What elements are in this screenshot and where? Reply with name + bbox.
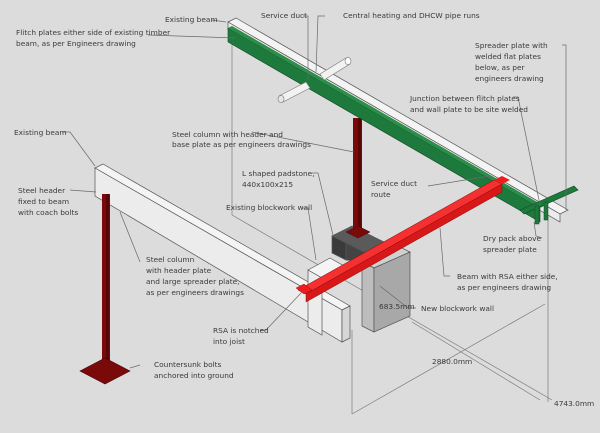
label-dry-pack-line2: spreader plate: [483, 245, 537, 254]
dim-label-wall-width: 683.5mm: [379, 302, 415, 311]
label-rsa-notched-line1: RSA is notched: [213, 326, 269, 335]
rsa-beam: [295, 176, 510, 303]
label-steel-column-spreader-line3: and large spreader plate,: [146, 277, 240, 286]
label-junction-line1: Junction between flitch plates: [409, 94, 520, 103]
label-steel-header-line1: Steel header: [18, 186, 66, 195]
label-central-heating: Central heating and DHCW pipe runs: [343, 11, 480, 20]
label-countersunk-line1: Countersunk bolts: [154, 360, 222, 369]
label-steel-column-header-line2: base plate as per engineers drawings: [172, 140, 311, 149]
label-service-duct-route-line2: route: [371, 190, 391, 199]
label-steel-header-line2: fixed to beam: [18, 197, 69, 206]
label-spreader-plate-line3: below, as per: [475, 63, 526, 72]
label-l-padstone-line1: L shaped padstone,: [242, 169, 315, 178]
label-existing-beam-left: Existing beam: [14, 128, 67, 137]
steel-column-central: [345, 118, 371, 239]
flitch-plate-top: [227, 26, 544, 223]
label-dry-pack-line1: Dry pack above: [483, 234, 541, 243]
label-service-duct-route-line1: Service duct: [371, 179, 417, 188]
leader-lines: [62, 15, 567, 369]
label-steel-column-spreader-line1: Steel column: [146, 255, 195, 264]
central-heating-pipes: [277, 57, 352, 103]
label-countersunk-line2: anchored into ground: [154, 371, 234, 380]
dimension-lines: [231, 40, 553, 415]
label-l-padstone-line2: 440x100x215: [242, 180, 293, 189]
label-steel-column-header-line1: Steel column with header and: [172, 130, 283, 139]
label-flitch-plates-line1: Flitch plates either side of existing ti…: [16, 28, 171, 37]
base-plate: [79, 357, 131, 385]
label-beam-rsa-line2: as per engineers drawing: [457, 283, 551, 292]
dim-line-2880: [351, 303, 546, 415]
l-shaped-padstone: [331, 225, 389, 263]
new-blockwork-wall: [361, 245, 411, 333]
label-existing-blockwork: Existing blockwork wall: [226, 203, 312, 212]
steel-column-left: [79, 194, 131, 385]
label-steel-header-line3: with coach bolts: [18, 208, 78, 217]
annotations: Existing beam Flitch plates either side …: [14, 11, 558, 380]
label-service-duct: Service duct: [261, 11, 307, 20]
dim-line-wall-diagonal: [411, 321, 541, 401]
existing-beam-left: [94, 163, 351, 343]
label-steel-column-spreader-line2: with header plate: [146, 266, 212, 275]
dim-label-span-short: 2880.0mm: [432, 357, 472, 366]
label-beam-rsa-line1: Beam with RSA either side,: [457, 272, 558, 281]
label-spreader-plate-line4: engineers drawing: [475, 74, 544, 83]
dimension-labels: 683.5mm 2880.0mm 4743.0mm: [379, 302, 594, 408]
label-flitch-plates-line2: beam, as per Engineers drawing: [16, 39, 136, 48]
label-new-blockwork: New blockwork wall: [421, 304, 494, 313]
label-steel-column-spreader-line4: as per engineers drawings: [146, 288, 244, 297]
label-existing-beam-top: Existing beam: [165, 15, 218, 24]
label-spreader-plate-line1: Spreader plate with: [475, 41, 548, 50]
label-rsa-notched-line2: into joist: [213, 337, 245, 346]
dim-label-span-long: 4743.0mm: [554, 399, 594, 408]
spreader-plate-right: [519, 185, 579, 225]
label-spreader-plate-line2: welded flat plates: [475, 52, 541, 61]
label-junction-line2: and wall plate to be site welded: [410, 105, 528, 114]
